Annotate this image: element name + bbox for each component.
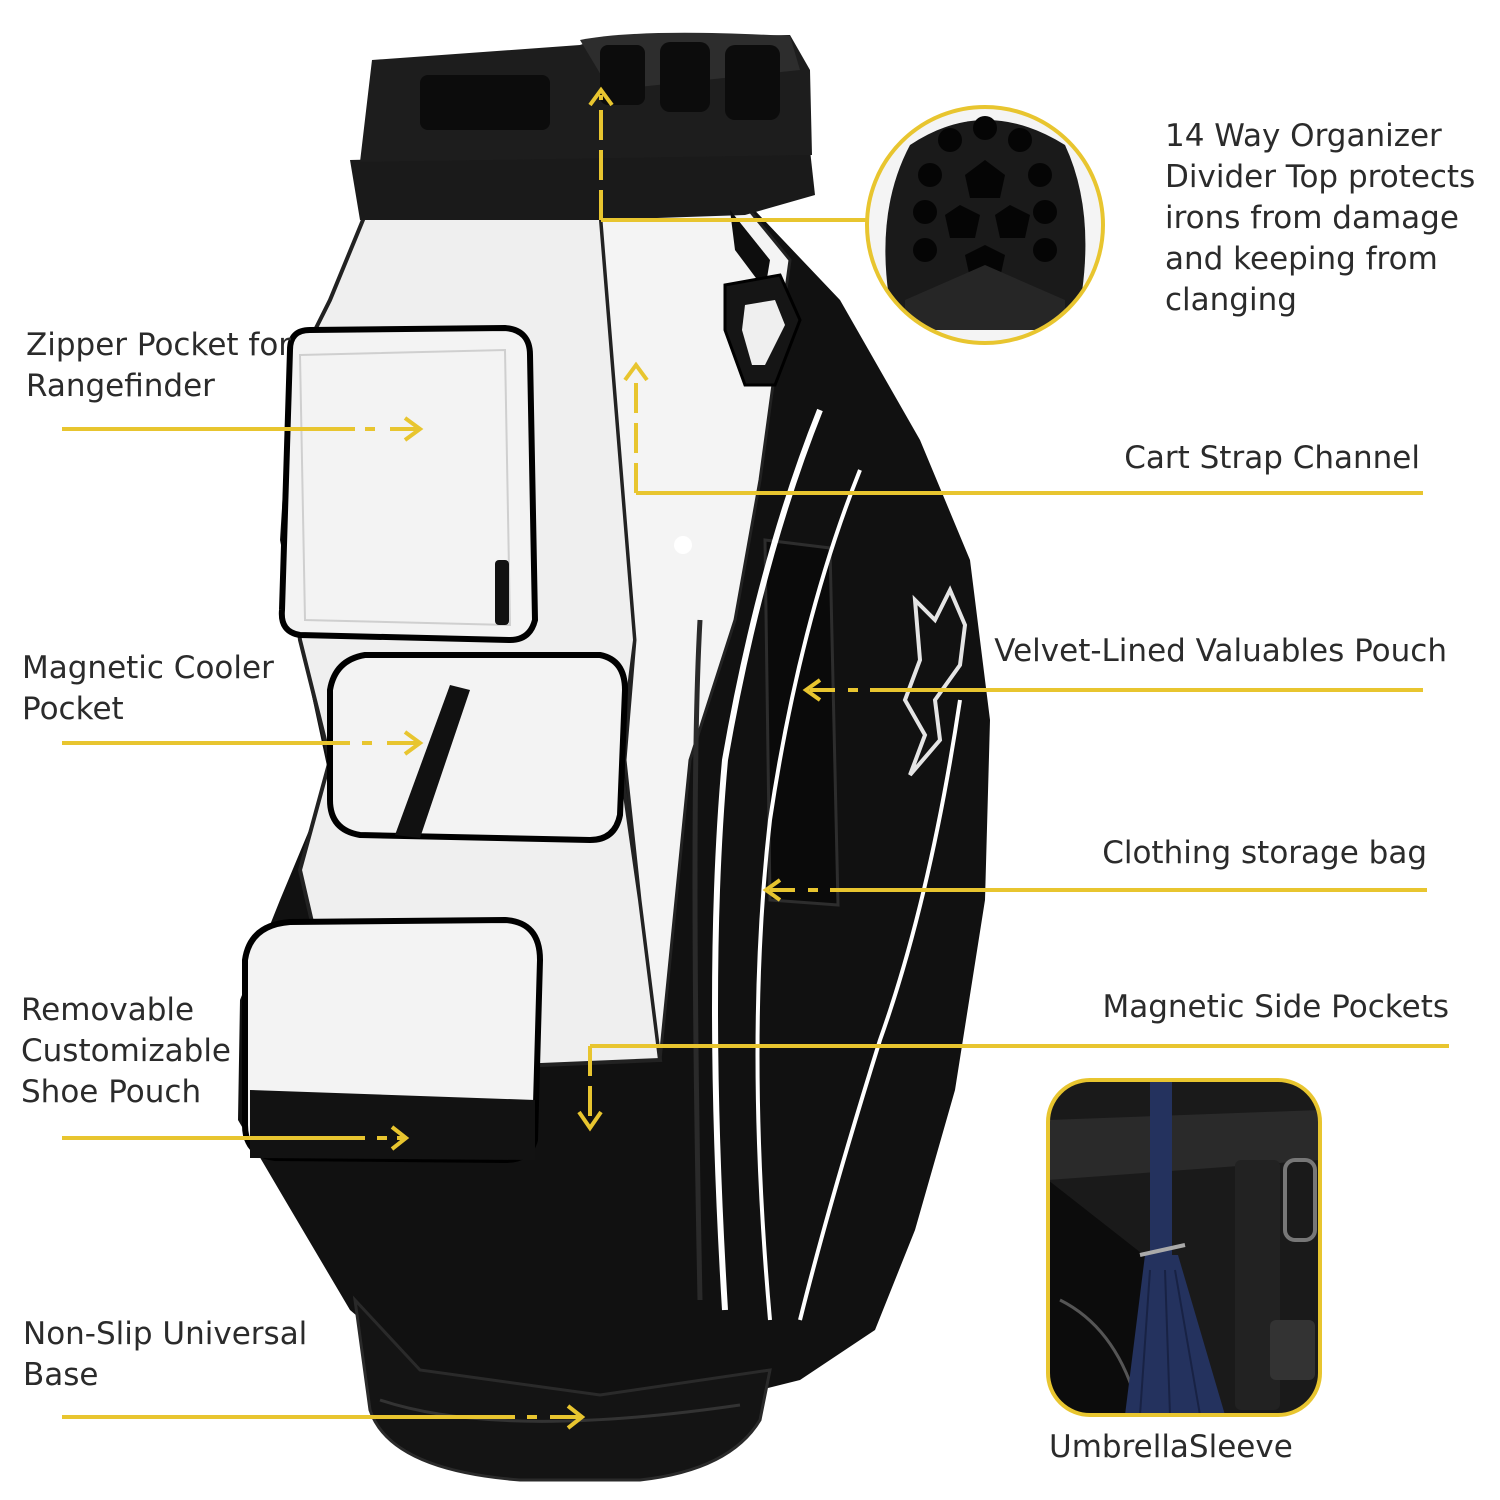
valuables-label: Velvet-Lined Valuables Pouch (994, 633, 1447, 669)
cooler-label: Magnetic Cooler Pocket (22, 650, 274, 727)
umbrella-shaft (1150, 1080, 1172, 1280)
golf-bag (238, 32, 990, 1482)
organizer-inset (865, 105, 1105, 345)
bag-base (352, 1295, 772, 1482)
organizer-label: 14 Way Organizer Divider Top protects ir… (1165, 118, 1476, 318)
brand-logo (902, 585, 968, 777)
bag-top-collar (350, 150, 815, 220)
umbrella-inset (1046, 1078, 1322, 1417)
organizer-inset-ring (865, 105, 1105, 345)
umbrella-inset-frame (1046, 1078, 1322, 1417)
shoe-pouch-label: Removable Customizable Shoe Pouch (21, 992, 232, 1110)
cooler-pocket (327, 652, 629, 844)
rangefinder-pocket (278, 324, 539, 644)
side-pockets-label: Magnetic Side Pockets (1102, 989, 1449, 1025)
hand-emblem (674, 536, 692, 554)
valuables-pouch (763, 538, 840, 907)
clothing-label: Clothing storage bag (1102, 835, 1427, 871)
cart-strap-label: Cart Strap Channel (1124, 440, 1420, 476)
umbrella-canopy (1125, 1255, 1225, 1415)
umbrella-label: UmbrellaSleeve (1049, 1429, 1293, 1465)
rangefinder-label: Zipper Pocket for Rangefinder (26, 327, 292, 404)
base-label: Non-Slip Universal Base (23, 1316, 308, 1393)
